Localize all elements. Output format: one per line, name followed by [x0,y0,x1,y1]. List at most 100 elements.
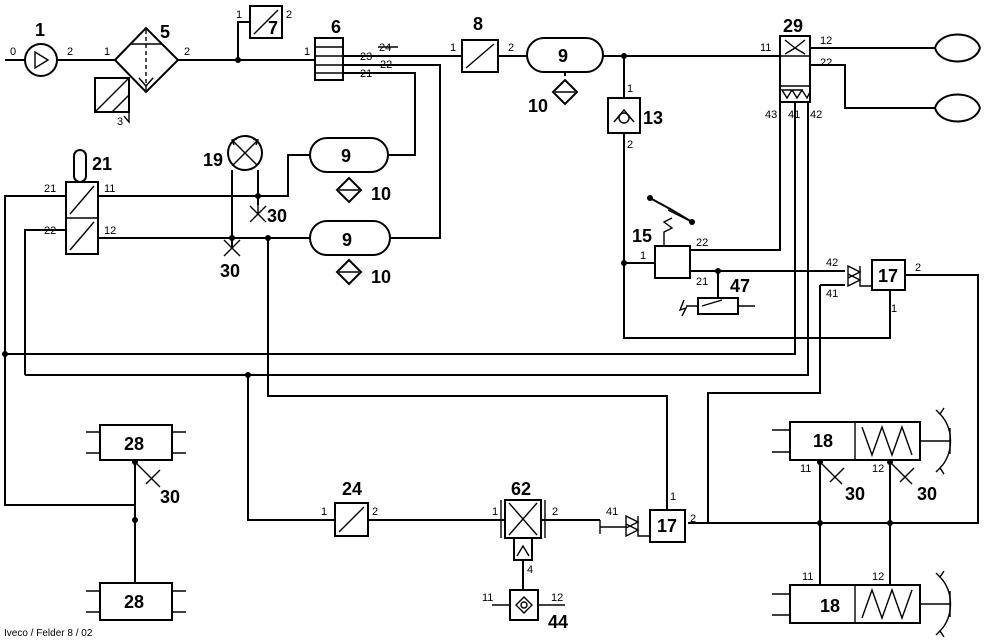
gauge-cross-icon [232,140,258,166]
pipe-29-43-to-15 [690,102,781,251]
junction-dot [621,53,627,59]
pedal-end [689,219,695,225]
port-label: 2 [690,513,696,525]
pipe-19 [231,170,259,248]
port-label: 11 [482,592,493,604]
label-9: 9 [341,146,351,166]
component-44-dot [520,601,528,609]
port-label: 21 [44,183,56,195]
label-10: 10 [528,96,548,116]
junction-dot [229,235,235,241]
port-label: 42 [826,257,838,269]
valve-17-control-icon [599,514,650,538]
component-7-diagonal [253,9,279,35]
port-label: 12 [872,571,884,583]
port-label: 11 [800,463,811,475]
test-port-30-upper: 30 [249,196,287,226]
port-label: 2 [552,506,558,518]
label-13: 13 [643,108,663,128]
port-label: 21 [696,276,708,288]
pedal-pivot [647,195,653,201]
label-10: 10 [371,267,391,287]
port-label: 12 [104,225,116,237]
spring-brake-28-upper: 28 [86,424,186,461]
label-28: 28 [124,434,144,454]
compressor-1: 1 0 2 [10,20,73,77]
test-port-icon [134,461,161,488]
test-port-icon [889,461,915,485]
label-15: 15 [632,226,652,246]
port-label: 1 [891,303,897,315]
pipe-17-out [890,274,979,524]
component-24-diagonal [338,506,365,533]
junction-dot [265,235,271,241]
test-port-30-lower: 30 [220,239,241,281]
adjuster-arc-icon [939,413,952,469]
port-label: 23 [360,51,372,63]
reservoir-9-mid: 9 10 [309,137,391,204]
port-label: 21 [360,68,372,80]
test-port-icon [223,239,241,257]
port-label: 11 [104,183,115,195]
component-24: 24 1 2 [321,479,378,537]
pipe-6-22-to-9c [343,64,441,239]
junction-dot [887,520,893,526]
component-62-arrow-icon [516,544,530,557]
valve-29-sections [780,55,810,87]
test-port-30-18: 30 30 [819,461,937,504]
pipe-21-left2 [24,229,66,375]
relay-valve-17-lower: 17 41 1 2 [599,491,696,543]
junction-dot [235,57,241,63]
port-label: 1 [627,83,633,95]
port-label: 3 [117,116,123,128]
port-label: 1 [236,9,242,21]
junction-dot [245,372,251,378]
port-label: 42 [810,109,822,121]
port-label: 2 [184,46,190,58]
wheel-brake-upper [934,33,981,49]
label-9: 9 [558,46,568,66]
label-1: 1 [35,20,45,40]
reservoir-9-low: 9 10 [309,220,391,287]
port-label: 2 [372,506,378,518]
label-30: 30 [160,487,180,507]
label-30: 30 [845,484,865,504]
port-label: 1 [640,250,646,262]
port-label: 1 [104,46,110,58]
label-21: 21 [92,154,112,174]
component-8: 8 1 2 [450,14,514,73]
port-label: 4 [527,564,533,576]
valve-17-body [871,259,906,291]
check-valve-seat-icon [613,108,635,123]
gauge-arrow-icon [231,138,259,146]
adjuster-arrow-icon [935,407,945,475]
test-port-icon [249,196,267,223]
pipe-13-down [623,133,891,339]
pipe-29-42 [25,102,809,376]
reservoir-9-top: 9 10 [526,37,604,116]
pipe-to-17b [267,238,668,510]
brake-valve-15: 15 1 22 21 [632,195,708,288]
label-10: 10 [371,184,391,204]
valve-15-body [654,245,691,279]
junction-dot [132,517,138,523]
pipe-29-41 [5,102,796,355]
valve-21-diagonals [66,185,98,251]
label-8: 8 [473,14,483,34]
wheel-brake-lower-arc [934,107,981,123]
port-label: 41 [606,506,618,518]
pipe-41-to-17 [707,284,845,523]
port-label: 1 [450,42,456,54]
port-label: 41 [788,109,800,121]
port-label: 2 [627,139,633,151]
junction-dot [621,260,627,266]
port-label: 22 [696,237,708,249]
port-label: 2 [915,262,921,274]
pipe-29-22 [810,64,935,109]
spring-brake-28-lower: 28 [86,582,186,621]
component-44-diamond-icon [515,596,533,614]
port-label: 1 [670,491,676,503]
valve-29-body [779,35,811,103]
protection-valve-6: 6 1 24 23 21 22 [304,17,392,81]
